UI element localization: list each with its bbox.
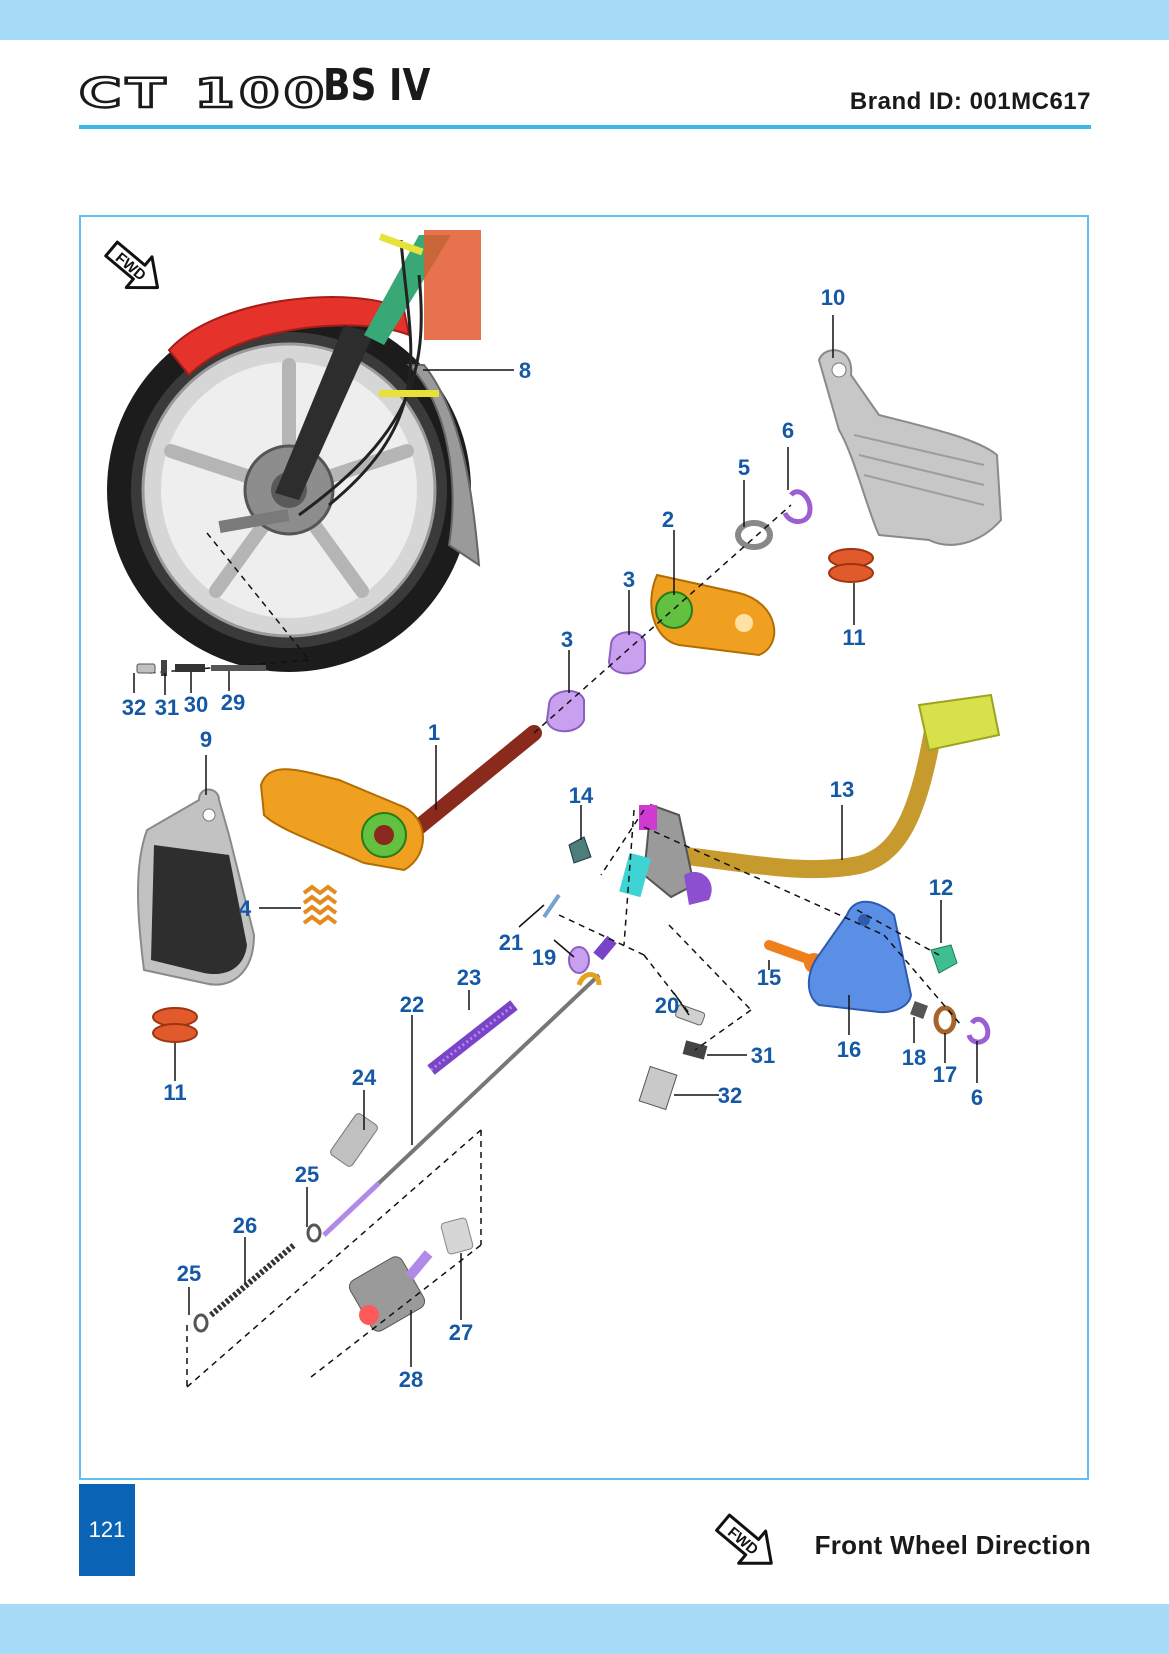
part-23-spring (427, 1000, 518, 1075)
callout-30: 30 (184, 692, 208, 717)
callout-28: 28 (399, 1367, 423, 1392)
callout-16: 16 (837, 1037, 861, 1062)
callout-22: 22 (400, 992, 424, 1017)
part-20-bolt (675, 1004, 706, 1026)
part-9-guard (137, 788, 256, 986)
callout-25-lower: 25 (177, 1261, 201, 1286)
part-17-washer (933, 1005, 957, 1035)
part-19-washer (568, 946, 590, 974)
callout-23: 23 (457, 965, 481, 990)
top-band (0, 0, 1169, 40)
part-32-fitting-lower (638, 1065, 678, 1111)
cable-end-fittings (136, 660, 266, 676)
part-16-cover (807, 900, 913, 1014)
front-wheel-illustration (107, 230, 481, 672)
part-14-nut (568, 836, 592, 864)
part-25-ring-lower (193, 1313, 209, 1333)
part-1-cam-lever (259, 725, 542, 872)
part-18-nut (910, 1001, 928, 1019)
page-number: 121 (88, 1517, 126, 1542)
callout-11-left: 11 (163, 1080, 186, 1105)
model-logo: CT 100 (77, 68, 326, 120)
callout-32-upper: 32 (122, 695, 146, 720)
part-11-grommet-left (152, 1007, 198, 1043)
part-27-bush (440, 1217, 474, 1255)
assembly-dashed-lines (186, 504, 962, 1388)
callout-19: 19 (532, 945, 556, 970)
part-11-grommet-right (828, 548, 874, 583)
part-6-clip-lower (966, 1016, 991, 1045)
part-2-arm (650, 573, 776, 657)
model-variant: BS IV (323, 60, 431, 111)
exploded-parts-diagram: FWD (104, 230, 1003, 1392)
callout-4: 4 (239, 896, 252, 921)
part-10-guard (817, 349, 1003, 546)
callout-18: 18 (902, 1045, 926, 1070)
callout-8: 8 (519, 358, 531, 383)
callout-5: 5 (738, 455, 750, 480)
callout-leader-lines (133, 315, 978, 1367)
callout-27: 27 (449, 1320, 473, 1345)
part-3-bush-lower (545, 690, 585, 733)
part-13-brake-pedal (619, 693, 1001, 905)
callout-3-lower: 3 (561, 627, 573, 652)
callout-20: 20 (655, 993, 679, 1018)
diagram-frame (79, 215, 1089, 1480)
callout-11-right: 11 (842, 625, 865, 650)
callout-32-lower: 32 (718, 1083, 742, 1108)
part-12-nut (930, 944, 958, 974)
part-5-washer (735, 520, 773, 550)
callout-13: 13 (830, 777, 854, 802)
callout-10: 10 (821, 285, 845, 310)
part-25-ring-upper (306, 1223, 322, 1243)
bottom-band (0, 1604, 1169, 1654)
callout-31-upper: 31 (155, 695, 179, 720)
fwd-legend: FWD Front Wheel Direction (706, 1508, 1091, 1578)
brand-id: Brand ID: 001MC617 (849, 88, 1091, 115)
callout-25-upper: 25 (295, 1162, 319, 1187)
callout-15: 15 (757, 965, 781, 990)
part-3-bush-upper (607, 631, 646, 675)
fwd-legend-arrow-icon: FWD (715, 1513, 773, 1565)
callout-17: 17 (933, 1062, 957, 1087)
fwd-arrow-icon: FWD (104, 240, 160, 290)
part-6-clip-upper (782, 489, 813, 524)
header-rule (79, 125, 1091, 129)
callout-9: 9 (200, 727, 212, 752)
callout-12: 12 (929, 875, 953, 900)
callout-6-upper: 6 (782, 418, 794, 443)
callout-31-lower: 31 (751, 1043, 775, 1068)
callout-2: 2 (662, 507, 674, 532)
callout-26: 26 (233, 1213, 257, 1238)
part-28-switch (348, 1250, 433, 1332)
callout-1: 1 (428, 720, 440, 745)
page-header: CT 100 BS IV Brand ID: 001MC617 (77, 60, 1091, 130)
part-26-cable (209, 1242, 296, 1318)
callout-29: 29 (221, 690, 245, 715)
callout-21: 21 (499, 930, 523, 955)
callout-3-upper: 3 (623, 567, 635, 592)
page-number-box: 121 (79, 1484, 135, 1576)
part-21-pin (542, 893, 561, 919)
part-22-brake-rod (322, 935, 617, 1237)
callout-labels: 8 10 6 5 2 3 3 11 32 31 30 29 9 1 14 13 … (122, 285, 983, 1392)
fwd-legend-text: Front Wheel Direction (814, 1530, 1091, 1560)
model-name: CT 100 (77, 70, 329, 119)
callout-6-lower: 6 (971, 1085, 983, 1110)
part-24-pipe (330, 1113, 378, 1167)
callout-14: 14 (569, 783, 594, 808)
part-4-spring (302, 884, 338, 926)
callout-24: 24 (352, 1065, 377, 1090)
